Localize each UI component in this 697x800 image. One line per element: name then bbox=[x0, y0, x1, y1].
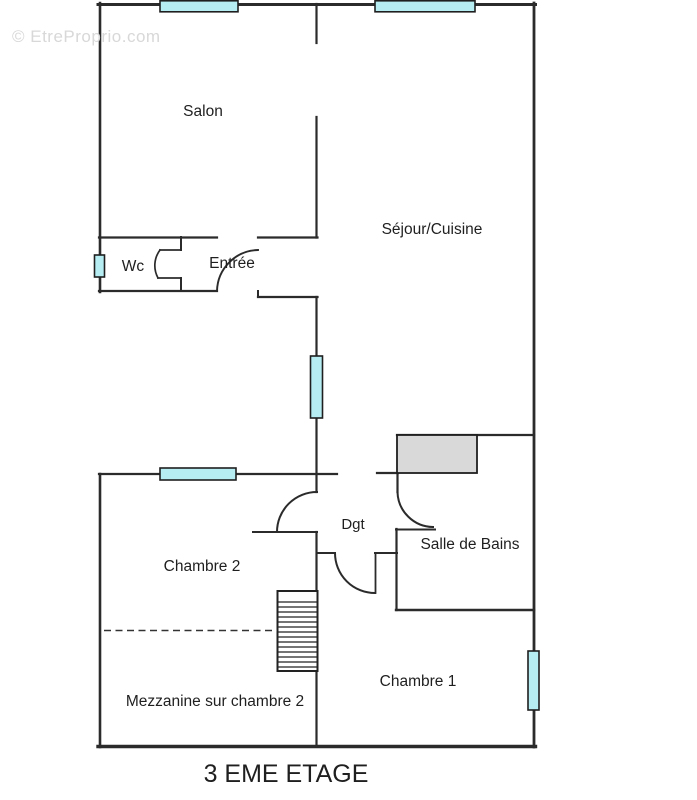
closet-box bbox=[396, 434, 478, 474]
room-label-dgt: Dgt bbox=[341, 516, 365, 533]
door-arc-sdb bbox=[396, 490, 435, 529]
stairs-treads bbox=[278, 601, 317, 668]
floor-title: 3 EME ETAGE bbox=[203, 760, 369, 788]
window-wc-left bbox=[93, 254, 106, 278]
window-sejour-top bbox=[374, 0, 476, 13]
windows bbox=[93, 0, 540, 711]
door-arc-wc bbox=[153, 248, 162, 280]
door-arc-entree bbox=[216, 249, 259, 292]
room-label-chambre2: Chambre 2 bbox=[164, 558, 241, 575]
room-label-wc: Wc bbox=[122, 258, 145, 275]
room-label-salon: Salon bbox=[183, 103, 223, 120]
door-arc-chambre1 bbox=[333, 551, 377, 595]
watermark-text: © EtreProprio.com bbox=[12, 27, 161, 46]
window-chambre1-right bbox=[527, 650, 540, 711]
room-label-chambre1: Chambre 1 bbox=[380, 673, 457, 690]
room-label-entree: Entrée bbox=[209, 255, 255, 272]
door-arc-dgt-left bbox=[275, 490, 319, 534]
room-label-sdb: Salle de Bains bbox=[420, 536, 519, 553]
window-salon-top bbox=[159, 0, 239, 13]
window-chambre2-top bbox=[159, 467, 237, 481]
room-label-sejour: Séjour/Cuisine bbox=[382, 221, 483, 238]
stairs bbox=[276, 590, 319, 672]
window-corridor bbox=[309, 355, 324, 419]
room-label-mezzanine: Mezzanine sur chambre 2 bbox=[126, 693, 304, 710]
stairs-outline bbox=[276, 590, 319, 672]
